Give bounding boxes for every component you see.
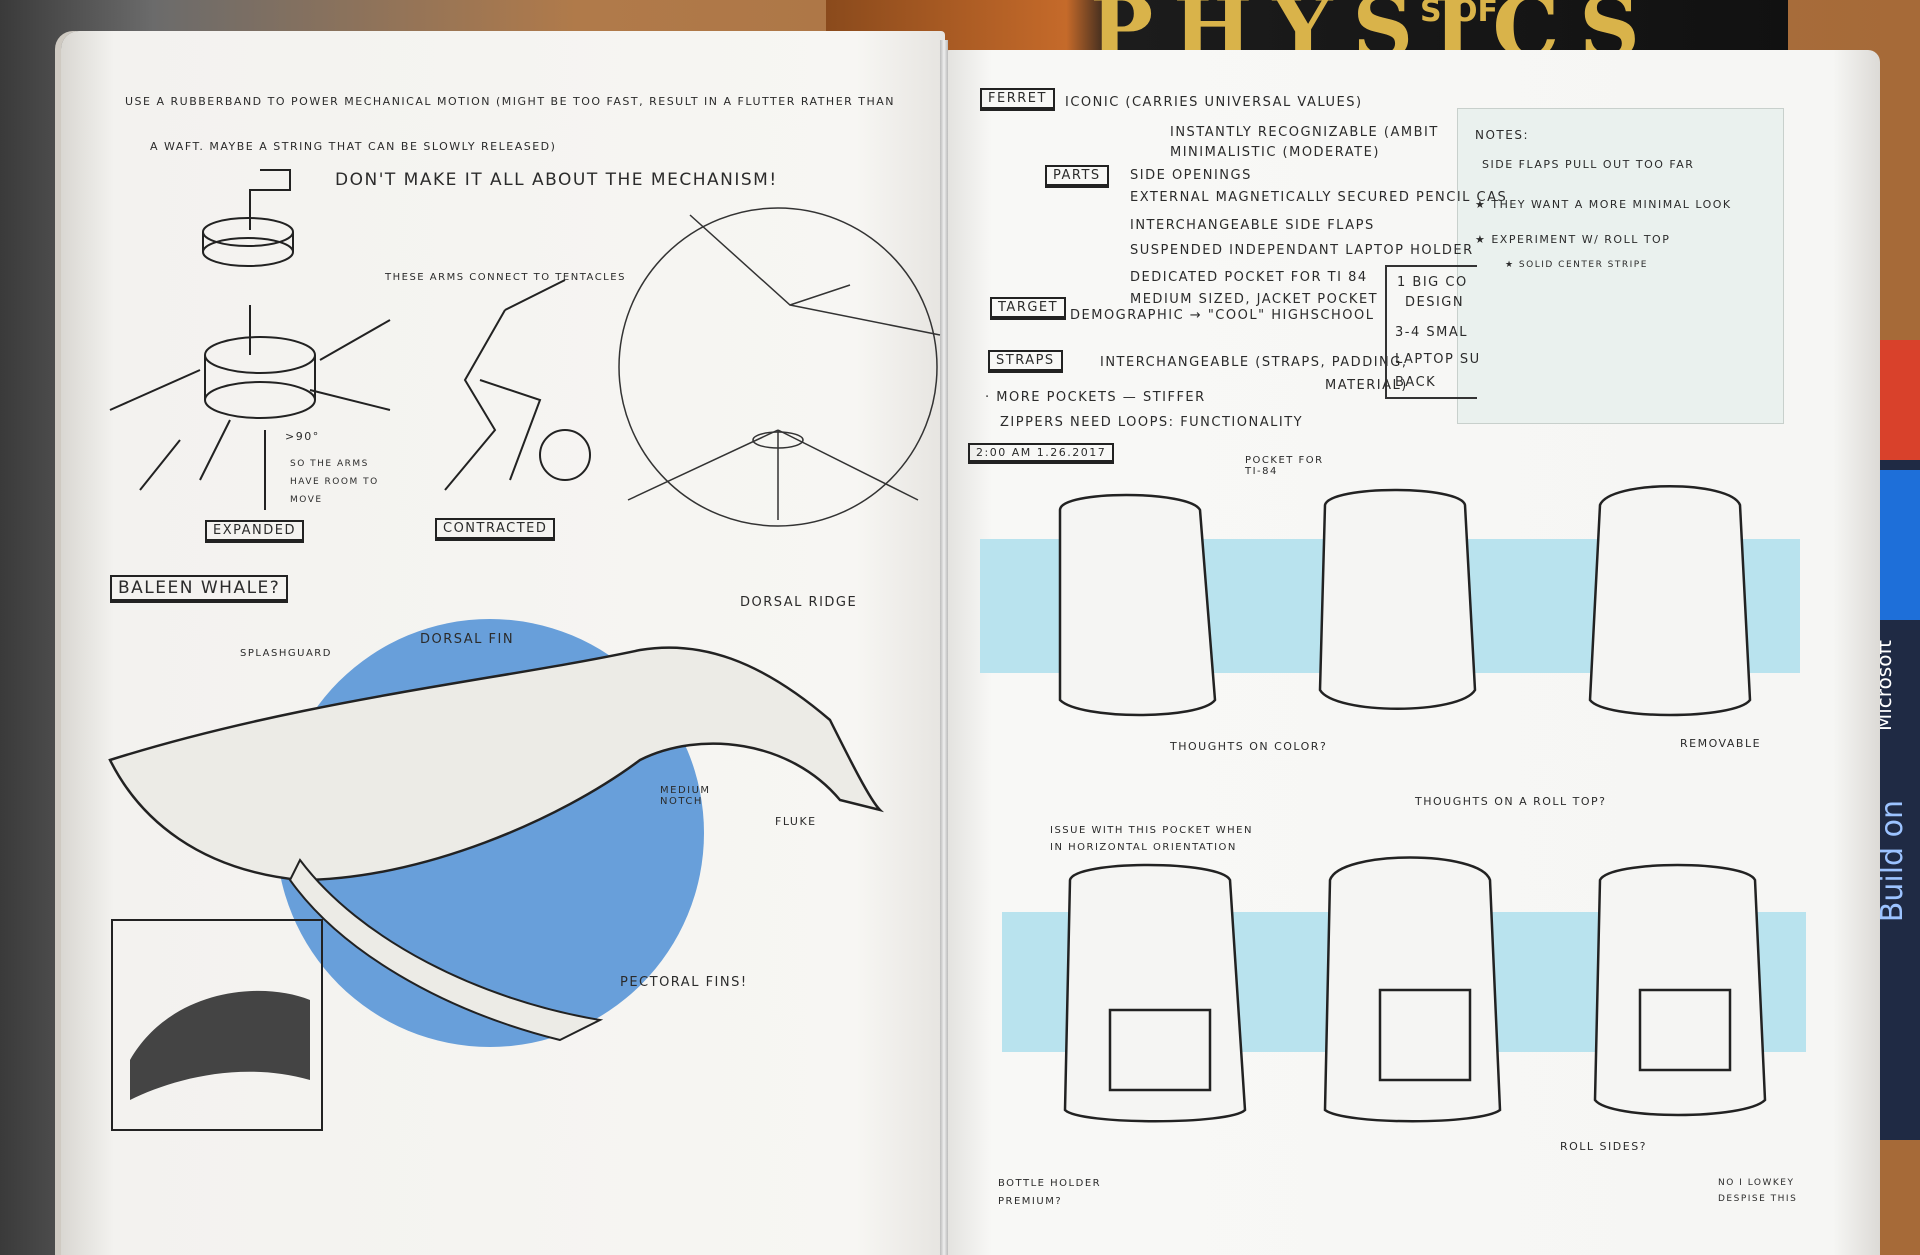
mechanism-note: Don't make it all about the mechanism! (335, 170, 778, 190)
whale-title: Baleen whale? (110, 575, 289, 603)
part-item: Dedicated pocket for TI 84 (1130, 270, 1368, 285)
side-box-line: laptop su (1395, 352, 1481, 367)
side-box-line: design (1405, 295, 1465, 310)
thoughts-rolltop-label: Thoughts on a roll top? (1415, 795, 1607, 808)
side-box: 1 big co design 3-4 smal laptop su back (1385, 265, 1479, 399)
sticky-note (1457, 108, 1784, 424)
medium-notch-label: Medium notch (660, 785, 711, 807)
dorsal-fin-label: Dorsal fin (420, 632, 515, 647)
roll-sides-label: Roll sides? (1560, 1140, 1648, 1153)
ferret-line: Iconic (carries universal values) (1065, 95, 1363, 110)
ferret-sub1: instantly recognizable (ambit (1170, 125, 1439, 140)
removable-label: Removable (1680, 737, 1762, 750)
more-pockets-note: · More pockets — stiffer (985, 390, 1206, 405)
pectoral-fin-sketch (288, 858, 604, 1042)
intro-note-line1: Use a rubberband to power mechanical mot… (125, 95, 896, 108)
part-item: Interchangeable side flaps (1130, 218, 1375, 233)
side-box-line: back (1395, 375, 1437, 390)
fluke-label: Fluke (775, 815, 817, 828)
sticky-note-line: ★ solid center stripe (1505, 260, 1648, 270)
part-item: External magnetically secured pencil cas (1130, 190, 1508, 205)
straps-line: Interchangeable (straps, padding, (1100, 355, 1408, 370)
contracted-label: Contracted (435, 518, 556, 541)
straps-tag: Straps (988, 350, 1063, 373)
thoughts-color-label: Thoughts on color? (1170, 740, 1328, 753)
angle-note: >90° (285, 430, 320, 443)
mechanism-sketch (109, 169, 591, 510)
baleen-detail-box (111, 919, 323, 1131)
issue-pocket-label: Issue with this pocket when in horizonta… (1050, 825, 1253, 853)
book-spine (940, 40, 948, 1255)
sticky-note-title: Notes: (1475, 128, 1529, 142)
target-line: Demographic → "cool" highschool (1070, 308, 1375, 323)
expanded-label: Expanded (205, 520, 304, 543)
side-box-line: 3-4 smal (1395, 325, 1468, 340)
backpack-sketches (1058, 485, 1767, 1123)
dorsal-ridge-label: Dorsal ridge (740, 595, 858, 610)
intro-note-line2: a waft. Maybe a string that can be slowl… (150, 140, 557, 153)
splashguard-label: Splashguard (240, 648, 332, 659)
timestamp: 2:00 AM 1.26.2017 (968, 443, 1115, 464)
sticky-note-line: Side flaps pull out too far (1482, 158, 1695, 171)
ferret-sub2: minimalistic (moderate) (1170, 145, 1380, 160)
pocket-ti84-label: Pocket for TI-84 (1245, 455, 1324, 477)
sticky-note-line: ★ Experiment w/ roll top (1475, 233, 1671, 246)
part-item: Side openings (1130, 168, 1252, 183)
bottle-holder-label: Bottle holder premium? (998, 1178, 1102, 1207)
angle-note-detail: so the arms have room to move (290, 459, 379, 505)
ferret-tag: Ferret (980, 88, 1055, 111)
side-box-line: 1 big co (1397, 275, 1468, 290)
part-item: Suspended independant laptop holder (1130, 243, 1474, 258)
parts-tag: Parts (1045, 165, 1109, 188)
pectoral-fins-label: Pectoral fins! (620, 975, 748, 990)
physics-book-subtitle: S OF (1420, 0, 1499, 29)
zippers-note: Zippers need loops: functionality (1000, 415, 1304, 430)
target-tag: Target (990, 297, 1067, 320)
arms-note: These arms connect to tentacles (385, 272, 626, 283)
tentacle-circle-sketch (618, 207, 938, 527)
baleen-detail-sketch (130, 990, 310, 1100)
part-item: Medium sized, jacket pocket (1130, 292, 1379, 307)
sticky-note-line: ★ They want a more minimal look (1475, 198, 1732, 211)
despise-note: No I lowkey despise this (1718, 1178, 1798, 1204)
